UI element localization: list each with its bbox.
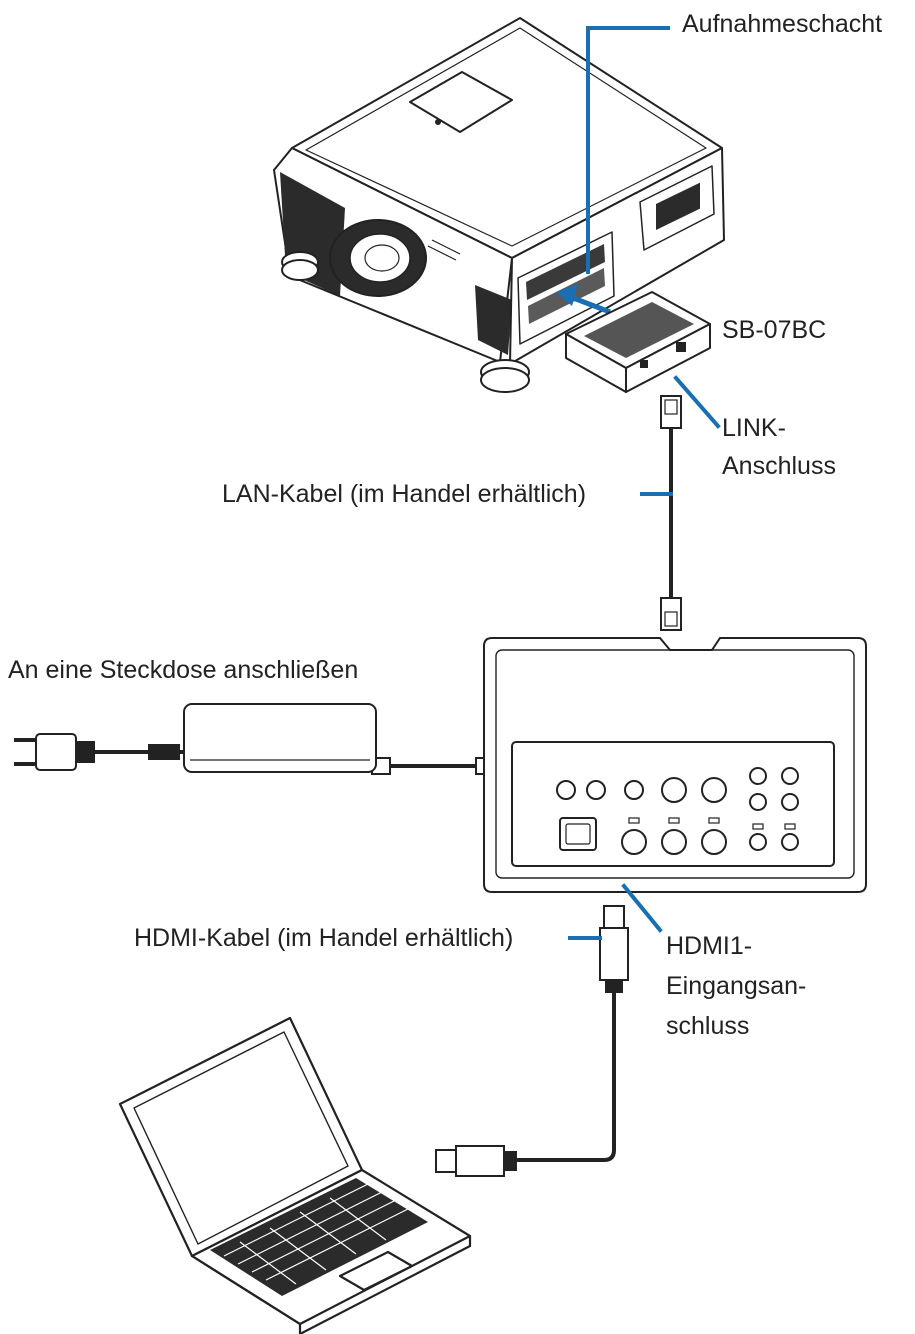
interface-board-icon [565,291,711,393]
hdmi-connector-icon [435,1145,517,1177]
hdmi-cable [435,905,629,1177]
callout-hdmi-in [621,883,663,933]
lan-cable [660,395,682,631]
insertion-arrow [556,284,611,315]
hdmi-connector-icon [599,905,629,993]
callout-slot [586,26,670,274]
callout-lines [568,26,721,940]
callout-link [673,375,721,429]
outlet-label: An eine Steckdose anschließen [8,656,359,684]
slot-label: Aufnahmeschacht [682,10,883,38]
rj45-connector-icon [660,597,682,631]
hdmi-cable-label: HDMI-Kabel (im Handel erhältlich) [134,924,514,952]
rj45-connector-icon [660,395,682,429]
lan-cable-label: LAN-Kabel (im Handel erhältlich) [222,480,587,508]
link-label-line1: LINK- [722,414,786,442]
laptop-icon [118,1016,472,1334]
hdmi-in-label-line3: schluss [666,1012,750,1040]
hdmi-in-label-line1: HDMI1- [666,932,753,960]
projector-icon [273,17,725,393]
hdmi-in-label-line2: Eingangsan- [666,972,807,1000]
power-adapter-icon [183,703,377,773]
board-label: SB-07BC [722,316,827,344]
hdbaset-transmitter-icon [483,637,867,893]
link-label-line2: Anschluss [722,452,836,480]
power-plug-icon [14,733,95,771]
